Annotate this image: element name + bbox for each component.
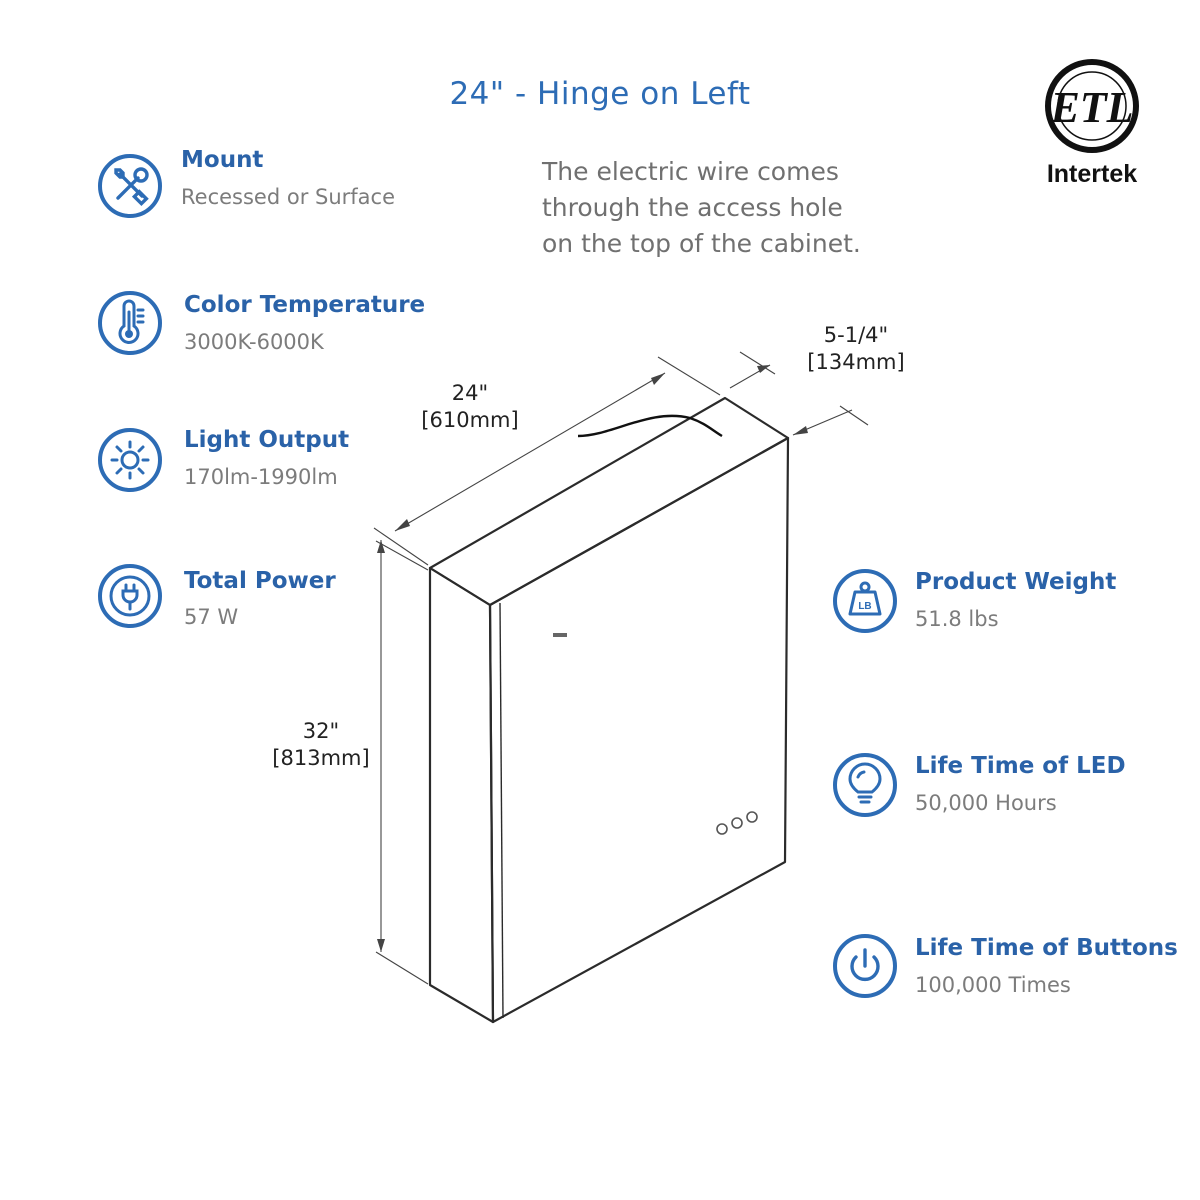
feature-value: 51.8 lbs	[915, 607, 999, 631]
sun-icon	[97, 427, 163, 493]
arrowhead	[377, 540, 385, 553]
feature-label: Life Time of LED	[915, 753, 1126, 779]
bulb-icon	[832, 752, 898, 818]
tools-icon	[97, 153, 163, 219]
feature-label: Life Time of Buttons	[915, 935, 1178, 961]
feature-label: Mount	[181, 147, 264, 173]
width-dimension: 24" [610mm]	[418, 380, 522, 434]
cabinet-panel-edge	[499, 602, 504, 1019]
certification-brand: Intertek	[1046, 160, 1138, 188]
arrowhead	[651, 373, 665, 385]
arrowhead	[377, 939, 385, 952]
width-ext-left	[373, 527, 429, 566]
feature-value: 170lm-1990lm	[184, 465, 338, 489]
width-ext-right	[657, 356, 721, 396]
feature-value: Recessed or Surface	[181, 185, 395, 209]
touch-button	[731, 817, 743, 829]
arrowhead	[757, 365, 770, 373]
plug-icon	[97, 563, 163, 629]
height-ext-top	[375, 540, 429, 571]
etl-mark-text: ETL	[1049, 83, 1133, 132]
wire-note-line: The electric wire comes	[542, 157, 839, 186]
feature-label: Light Output	[184, 427, 350, 453]
cabinet-logo	[553, 633, 567, 637]
cabinet-side-face	[428, 566, 495, 1024]
touch-buttons	[716, 811, 758, 835]
wire-note-line: through the access hole	[542, 193, 843, 222]
height-metric: [813mm]	[272, 746, 370, 770]
depth-metric: [134mm]	[807, 350, 905, 374]
arrowhead	[793, 426, 808, 435]
depth-dimension: 5-1/4" [134mm]	[800, 322, 912, 376]
weight-badge: LB	[858, 601, 871, 612]
depth-ext	[739, 351, 776, 375]
width-imperial: 24"	[451, 381, 489, 405]
feature-label: Color Temperature	[184, 292, 426, 318]
feature-label: Total Power	[184, 568, 336, 594]
height-dimension: 32" [813mm]	[268, 718, 374, 772]
cabinet-front-face	[488, 436, 790, 1024]
width-dim-line	[394, 372, 666, 532]
height-imperial: 32"	[302, 719, 340, 743]
wire-note-line: on the top of the cabinet.	[542, 229, 861, 258]
touch-button	[716, 823, 728, 835]
wire-note: The electric wire comes through the acce…	[542, 154, 872, 262]
feature-value: 50,000 Hours	[915, 791, 1057, 815]
power-icon	[832, 933, 898, 999]
arrowhead	[395, 519, 410, 531]
depth-ext	[839, 405, 869, 426]
feature-value: 3000K-6000K	[184, 330, 324, 354]
page-title: 24" - Hinge on Left	[449, 76, 751, 112]
feature-value: 100,000 Times	[915, 973, 1071, 997]
power-wire	[577, 414, 723, 438]
etl-certification: ETL Intertek	[1036, 58, 1148, 188]
depth-imperial: 5-1/4"	[823, 323, 889, 347]
touch-button	[746, 811, 758, 823]
feature-value: 57 W	[184, 605, 239, 629]
weight-icon: LB	[832, 568, 898, 634]
etl-listed-mark-icon: ETL	[1045, 59, 1139, 153]
height-ext-bottom	[375, 951, 429, 985]
feature-label: Product Weight	[915, 569, 1117, 595]
thermometer-icon	[97, 290, 163, 356]
width-metric: [610mm]	[421, 408, 519, 432]
